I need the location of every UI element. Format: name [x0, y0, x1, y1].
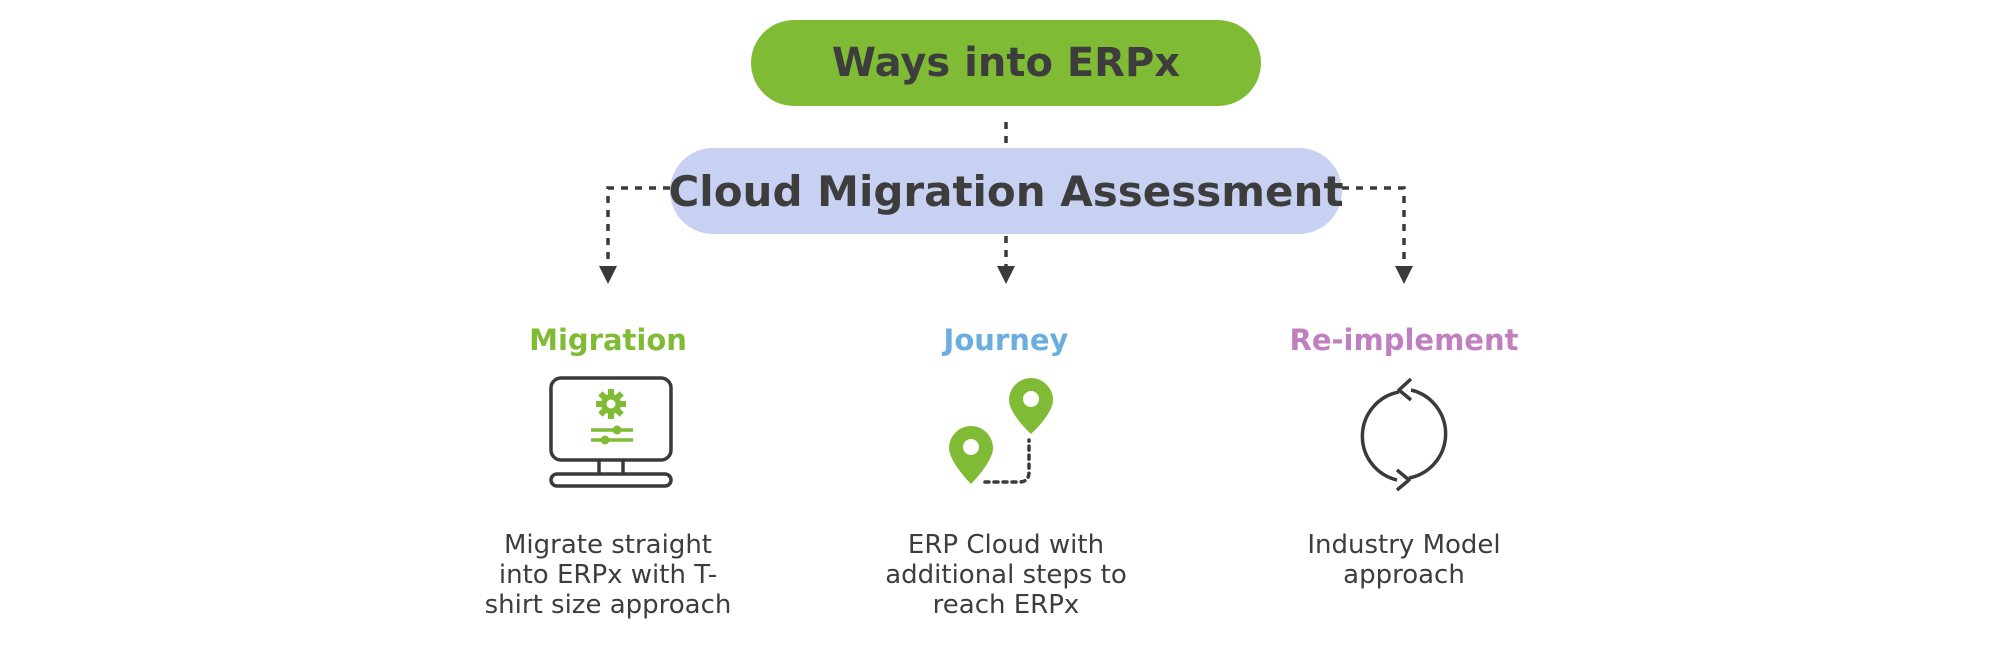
assessment-title: Cloud Migration Assessment	[668, 166, 1344, 216]
assessment-pill: Cloud Migration Assessment	[668, 148, 1344, 234]
connector-mid-to-reimplement	[1342, 186, 1406, 268]
refresh-cycle-icon	[1360, 377, 1448, 492]
path-journey-description: ERP Cloud with additional steps to reach…	[885, 530, 1127, 620]
connector-mid-to-migration	[606, 186, 670, 268]
map-pin-route-icon	[949, 378, 1053, 484]
arrowhead-reimplement	[1395, 266, 1413, 284]
path-journey-icon-wrap	[846, 376, 1166, 508]
path-reimplement-description: Industry Model approach	[1307, 530, 1501, 590]
title-pill: Ways into ERPx	[751, 20, 1261, 106]
path-journey-title: Journey	[943, 323, 1069, 357]
page-title: Ways into ERPx	[831, 40, 1181, 86]
path-migration: Migration Migrate straigh	[448, 318, 768, 620]
path-reimplement: Re-implement Industry Model approach	[1244, 318, 1564, 590]
path-migration-description: Migrate straight into ERPx with T-shirt …	[484, 530, 732, 620]
monitor-settings-icon	[549, 376, 673, 488]
path-reimplement-title: Re-implement	[1289, 323, 1519, 357]
arrowhead-migration	[599, 266, 617, 284]
arrowhead-journey	[997, 266, 1015, 284]
path-reimplement-icon-wrap	[1244, 376, 1564, 508]
path-migration-icon-wrap	[448, 376, 768, 508]
path-journey: Journey ERP Cloud with additional steps …	[846, 318, 1166, 620]
path-migration-title: Migration	[529, 323, 687, 357]
